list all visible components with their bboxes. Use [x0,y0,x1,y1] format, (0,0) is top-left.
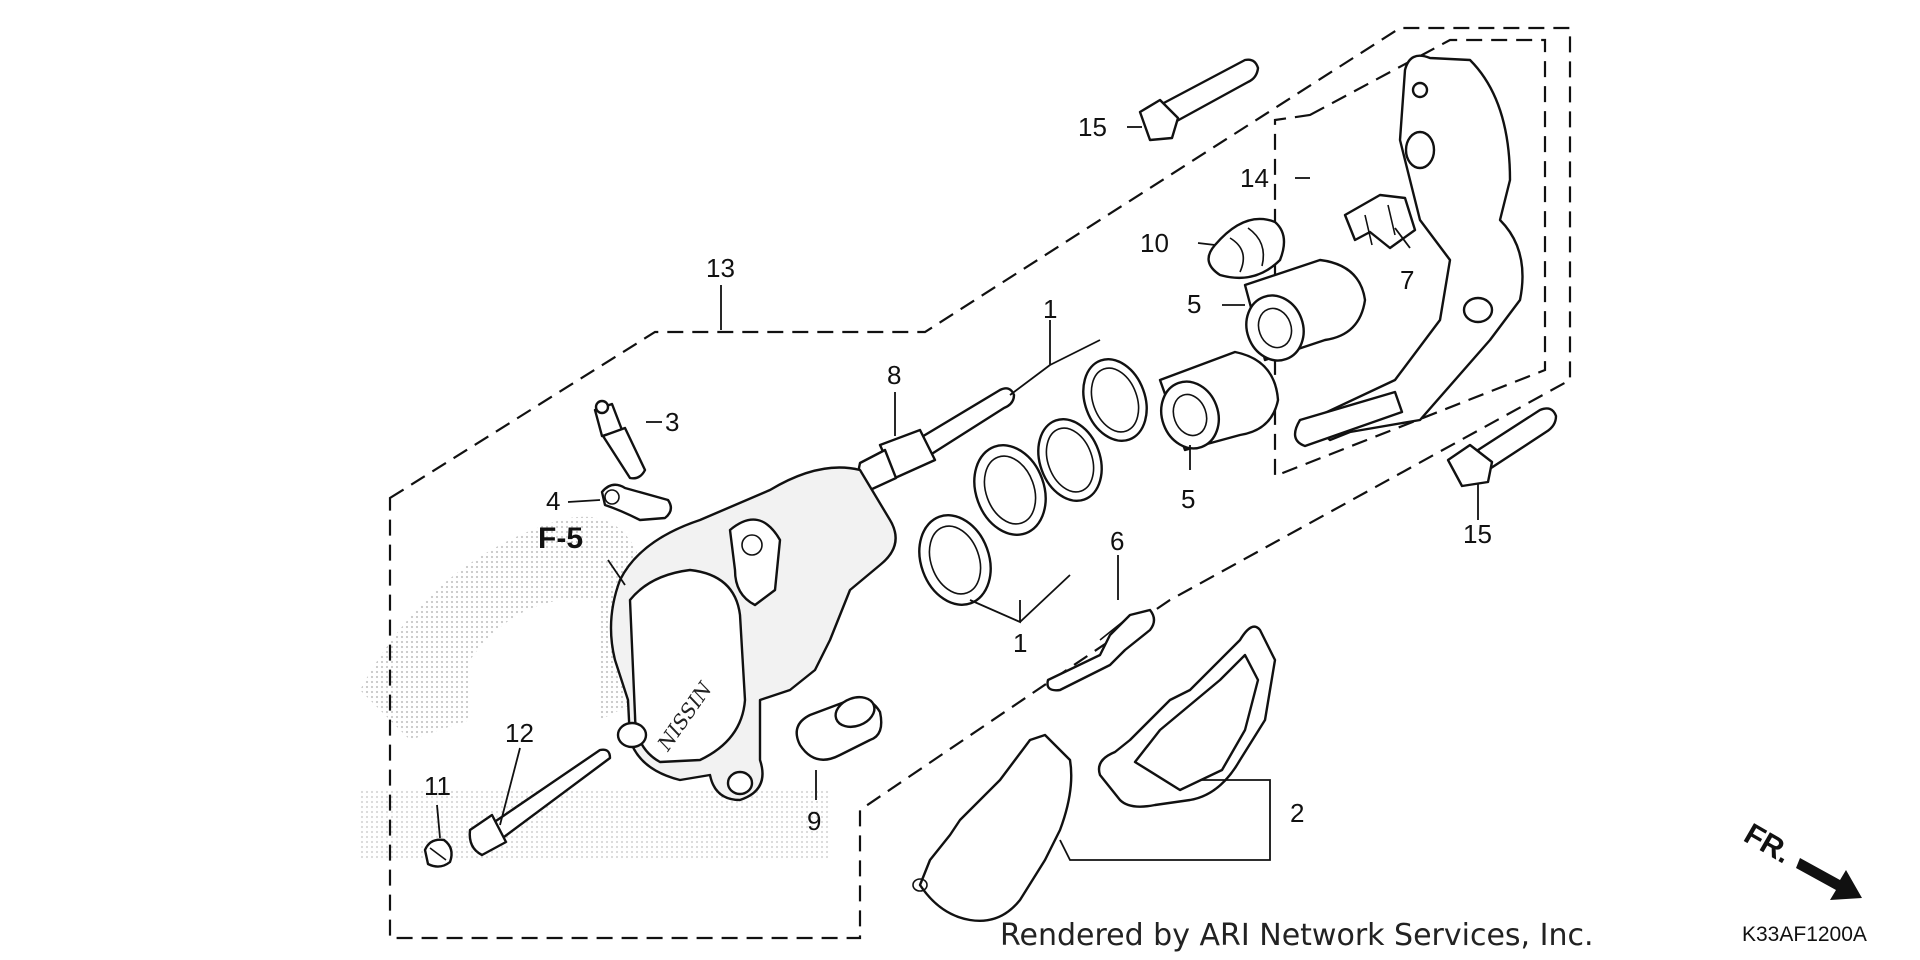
callout-1-top: 1 [1043,294,1057,324]
pad-retainer-spring [1046,608,1156,692]
slide-pin [857,387,1016,492]
caliper-body: NISSIN [609,466,897,802]
bracket-bolt-top [1138,58,1260,142]
assembly-13-outline [388,26,1572,940]
callout-6: 6 [1110,526,1124,556]
pad-pin [468,748,612,857]
callout-15-bottom: 15 [1463,519,1492,549]
diagram-code: K33AF1200A [1742,923,1867,946]
callout-2: 2 [1290,798,1304,828]
callout-5-top: 5 [1187,289,1201,319]
callout-12: 12 [505,718,534,748]
piston-upper [1243,258,1367,362]
bleeder-screw [593,399,647,480]
brake-pad-inner [1097,625,1277,808]
callout-9: 9 [807,806,821,836]
caliper-bracket [1293,54,1524,448]
callout-4: 4 [546,486,560,516]
piston-lower [1158,350,1280,452]
reference-label: F-5 [538,522,583,555]
bracket-bolt-bottom [1446,407,1558,488]
callout-8: 8 [887,360,901,390]
bleeder-cap [600,483,673,522]
pin-boot [1207,217,1286,279]
arrow-icon [1796,858,1862,900]
callout-3: 3 [665,407,679,437]
piston-seal-set [918,358,1148,606]
pin-cap [795,695,883,761]
callout-10: 10 [1140,228,1169,258]
leader-lines [436,126,1479,861]
footer-credit: Rendered by ARI Network Services, Inc. [1000,918,1594,953]
callout-11: 11 [424,771,451,801]
callout-5-bottom: 5 [1181,484,1195,514]
pad-pin-plug [423,838,453,868]
callout-13: 13 [706,253,735,283]
callout-1-bottom: 1 [1013,628,1027,658]
front-direction-indicator: FR. [1739,817,1862,900]
assembly-14-outline [1273,38,1547,478]
callout-7: 7 [1400,265,1414,295]
callout-14: 14 [1240,163,1269,193]
brake-pad-outer [912,733,1073,922]
callout-15-top: 15 [1078,112,1107,142]
direction-label: FR. [1739,817,1797,870]
